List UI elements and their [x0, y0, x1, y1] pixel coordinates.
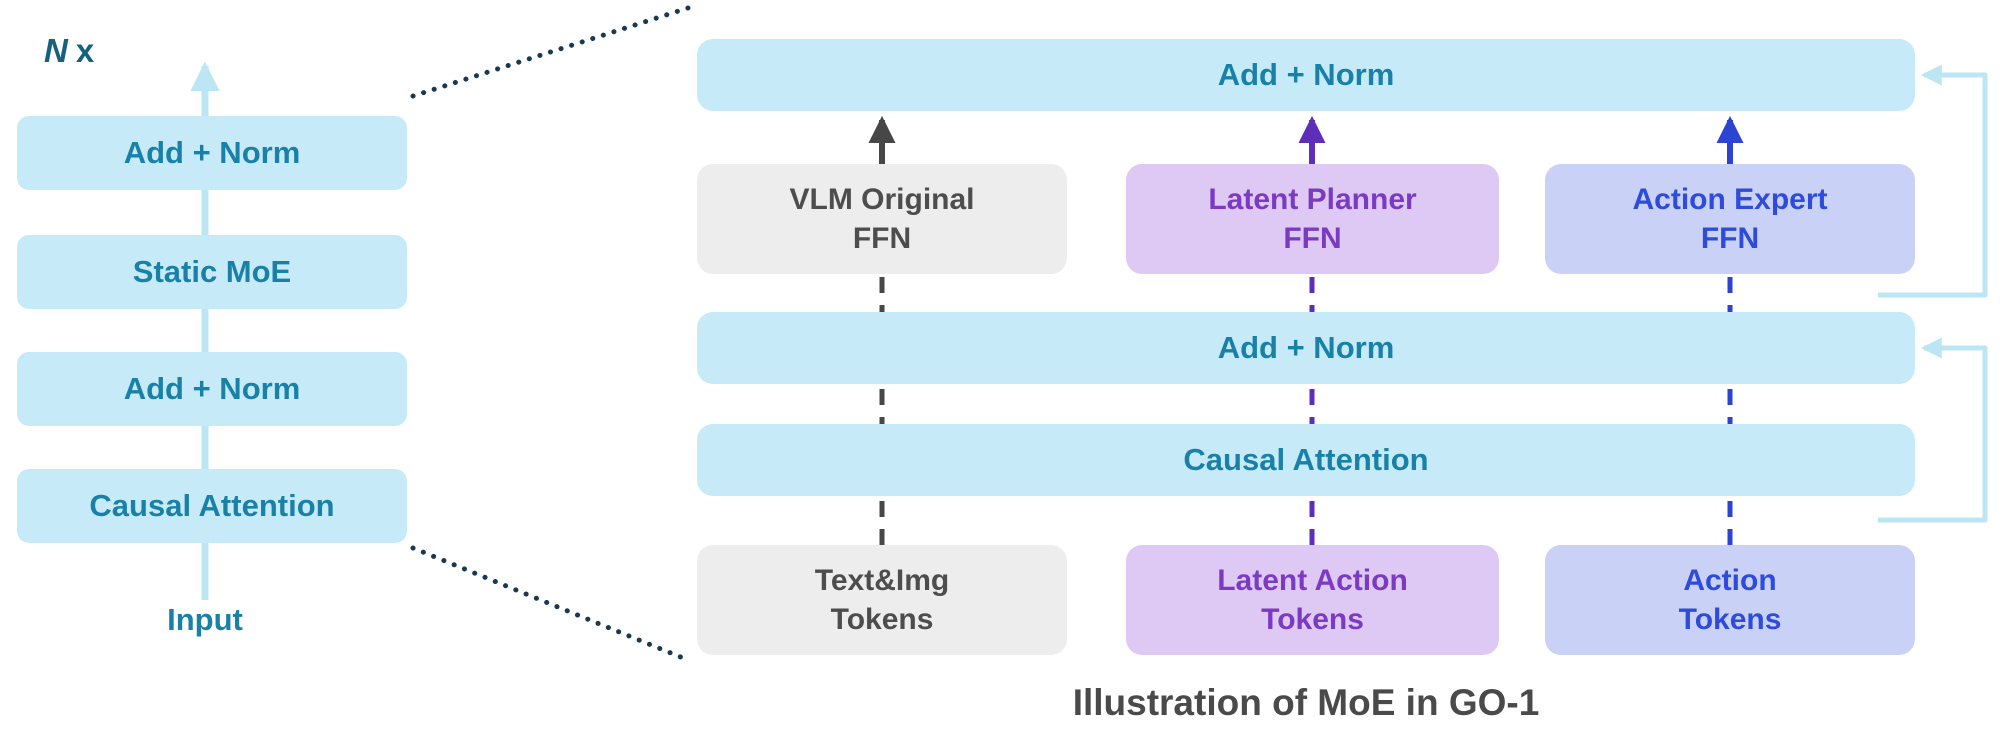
residual-skip-top	[1878, 64, 1988, 298]
text-img-tokens-block: Text&Img Tokens	[697, 545, 1067, 655]
right-causal-attention: Causal Attention	[697, 424, 1915, 496]
latent-planner-ffn-block: Latent Planner FFN	[1126, 164, 1499, 274]
residual-skip-bottom	[1878, 337, 1988, 523]
right-add-norm-top: Add + Norm	[697, 39, 1915, 111]
action-expert-ffn-line1: Action Expert	[1632, 183, 1828, 216]
text-img-tokens-line2: Tokens	[830, 603, 934, 636]
diagram-caption: Illustration of MoE in GO-1	[1072, 682, 1540, 723]
vlm-original-ffn-block: VLM Original FFN	[697, 164, 1067, 274]
action-expert-ffn-line2: FFN	[1700, 222, 1760, 255]
left-block-static-moe: Static MoE	[17, 235, 407, 309]
repeat-x-symbol: x	[75, 32, 95, 69]
left-block-causal-attention: Causal Attention	[17, 469, 407, 543]
repeat-n-symbol: N	[44, 32, 68, 69]
vlm-original-ffn-line1: VLM Original	[789, 183, 975, 216]
latent-action-tokens-line1: Latent Action	[1217, 564, 1408, 597]
zoom-connector-bottom-dotted-line	[410, 545, 691, 663]
left-block-add-norm-bottom: Add + Norm	[17, 352, 407, 426]
latent-action-tokens-block: Latent Action Tokens	[1126, 545, 1499, 655]
latent-action-tokens-line2: Tokens	[1261, 603, 1364, 636]
latent-planner-ffn-line1: Latent Planner	[1208, 183, 1417, 216]
vlm-original-ffn-line2: FFN	[852, 222, 912, 255]
action-expert-ffn-block: Action Expert FFN	[1545, 164, 1915, 274]
text-img-tokens-line1: Text&Img	[814, 564, 950, 597]
action-tokens-block: Action Tokens	[1545, 545, 1915, 655]
right-add-norm-mid: Add + Norm	[697, 312, 1915, 384]
latent-planner-ffn-line2: FFN	[1283, 222, 1342, 255]
left-block-add-norm-top: Add + Norm	[17, 116, 407, 190]
input-label: Input	[167, 602, 243, 637]
action-tokens-line2: Tokens	[1678, 603, 1782, 636]
zoom-connector-top-dotted-line	[410, 5, 691, 99]
action-tokens-line1: Action	[1683, 564, 1777, 597]
